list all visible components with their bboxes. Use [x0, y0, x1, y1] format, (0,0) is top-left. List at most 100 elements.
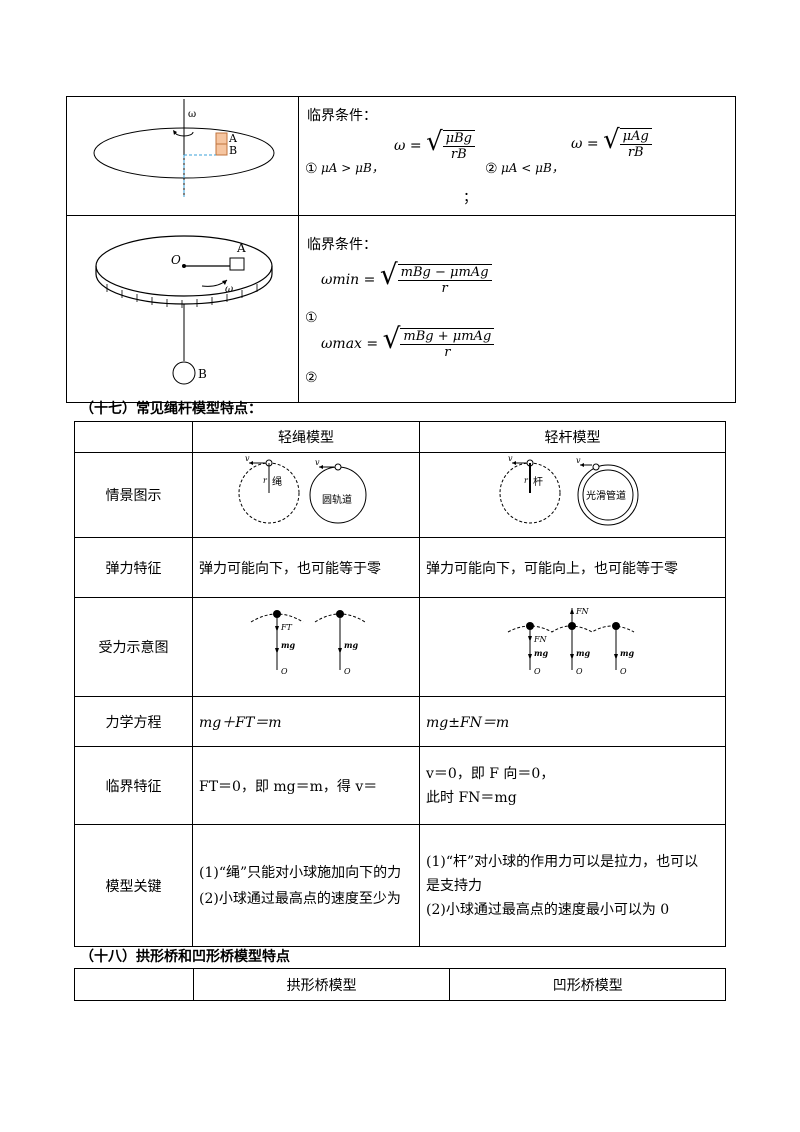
rope-r-label: r: [263, 476, 268, 485]
omega-min-lhs: ωmin =: [321, 272, 376, 288]
rope-critical: FT＝0，即 mg＝m，得 v＝: [192, 746, 420, 825]
rod-v-label: v: [508, 454, 513, 463]
rod-force-figure: FN mg O FN mg O mg O: [507, 607, 634, 676]
omega-label: ω: [188, 109, 196, 120]
rope-equation: mg＋FT＝m: [192, 696, 420, 747]
disk-pulley-figure-cell: O A B ω: [66, 215, 299, 403]
cond1-lhs: ω =: [394, 138, 422, 154]
rod-scene-cell: v r 杆 v 光滑管道: [419, 452, 726, 538]
turntable-ab-figure-cell: ω A B: [66, 96, 299, 216]
omega-min-den: r: [441, 281, 448, 296]
rope-text: 绳: [272, 475, 282, 488]
row1-label: 临界条件：: [307, 108, 377, 124]
omega-max-den: r: [444, 345, 451, 360]
rope-scene-figure: v r 绳 v 圆轨道: [238, 454, 367, 524]
disk-pulley-figure: O A B ω: [95, 235, 273, 385]
rod-scene-figure: v r 杆 v 光滑管道: [499, 454, 639, 526]
rod-mg3: mg: [620, 648, 634, 658]
rod-mg1: mg: [534, 648, 548, 658]
rope-elastic: 弹力可能向下，也可能等于零: [192, 537, 420, 598]
rope-o1: O: [281, 667, 288, 676]
block-a-label2: A: [236, 241, 246, 255]
header-empty: [74, 421, 193, 453]
cond1-den: rB: [450, 147, 467, 162]
cond1-inequality: μA > μB，: [321, 161, 384, 175]
equation-label: 力学方程: [74, 696, 193, 747]
rod-mg2: mg: [576, 648, 590, 658]
pipe-v-label: v: [576, 456, 581, 465]
rod-elastic: 弹力可能向下，可能向上，也可能等于零: [419, 537, 726, 598]
cond2-prefix: ②: [485, 161, 498, 177]
rod-key-line2: 是支持力: [426, 877, 482, 894]
row2-label: 临界条件：: [307, 237, 377, 253]
bridge-header-empty: [74, 968, 194, 1001]
track-v-label: v: [315, 458, 320, 467]
scene-label: 情景图示: [74, 452, 193, 538]
rod-text: 杆: [533, 476, 543, 488]
fn-label2: FN: [575, 607, 590, 616]
center-o-label: O: [171, 253, 181, 267]
bridge-model-table: 拱形桥模型 凹形桥模型: [74, 968, 726, 1001]
omega-min-num: mBg − μmAg: [397, 265, 492, 281]
rod-o3: O: [620, 667, 627, 676]
omega-min-prefix: ①: [305, 310, 318, 326]
rope-mg2: mg: [344, 640, 358, 650]
key-label: 模型关键: [74, 824, 193, 947]
elastic-label: 弹力特征: [74, 537, 193, 598]
section18-title: （十八）拱形桥和凹形桥模型特点: [80, 949, 290, 965]
rope-mg1: mg: [281, 640, 295, 650]
header-arch-bridge: 拱形桥模型: [192, 968, 451, 1001]
rope-key-line2: (2)小球通过最高点的速度至少为: [199, 890, 401, 907]
rope-scene-cell: v r 绳 v 圆轨道: [192, 452, 420, 538]
rope-key: (1)“绳”只能对小球施加向下的力 (2)小球通过最高点的速度至少为: [192, 824, 420, 947]
omega-max-lhs: ωmax =: [321, 336, 379, 352]
cond2-den: rB: [627, 145, 644, 160]
critical-label: 临界特征: [74, 746, 193, 825]
header-rope-model: 轻绳模型: [192, 421, 420, 453]
cond1-num: μBg: [442, 131, 475, 147]
cond1-prefix: ①: [305, 161, 318, 177]
ft-label: FT: [280, 623, 293, 632]
section17-title: （十七）常见绳杆模型特点：: [80, 401, 262, 417]
rope-force-cell: FT mg O mg O: [192, 597, 420, 697]
cond2-num: μAg: [619, 129, 652, 145]
force-label: 受力示意图: [74, 597, 193, 697]
rod-key-line1: (1)“杆”对小球的作用力可以是拉力，也可以: [426, 853, 699, 870]
rod-critical-line2: 此时 FN＝mg: [426, 789, 517, 806]
cond2-lhs: ω =: [571, 136, 599, 152]
turntable-ab-figure: ω A B: [93, 99, 275, 197]
rod-equation: mg±FN＝m: [419, 696, 726, 747]
rod-r-label: r: [524, 476, 529, 485]
rope-o2: O: [344, 667, 351, 676]
ball-b-label: B: [198, 367, 207, 381]
omega-label2: ω: [225, 284, 233, 295]
cond2-inequality: μA < μB，: [501, 161, 564, 175]
omega-max-num: mBg + μmAg: [400, 329, 495, 345]
block-b-label: B: [229, 144, 237, 157]
rope-v-label: v: [245, 454, 250, 463]
track-text: 圆轨道: [322, 493, 352, 506]
rod-force-cell: FN mg O FN mg O mg O: [419, 597, 726, 697]
rod-critical: v＝0，即 F 向＝0， 此时 FN＝mg: [419, 746, 726, 825]
omega-max-prefix: ②: [305, 370, 318, 386]
rod-o2: O: [576, 667, 583, 676]
rope-force-figure: FT mg O mg O: [250, 610, 366, 676]
pipe-text: 光滑管道: [586, 489, 626, 502]
rod-critical-line1: v＝0，即 F 向＝0，: [426, 765, 555, 782]
rod-o1: O: [534, 667, 541, 676]
fn-label1: FN: [533, 635, 548, 644]
header-rod-model: 轻杆模型: [419, 421, 726, 453]
rope-key-line1: (1)“绳”只能对小球施加向下的力: [199, 864, 402, 881]
header-concave-bridge: 凹形桥模型: [449, 968, 726, 1001]
rope-rod-model-table: 轻绳模型 轻杆模型 情景图示 v r 绳 v 圆轨道: [74, 421, 726, 947]
cond-semicolon: ；: [463, 190, 477, 206]
rod-key: (1)“杆”对小球的作用力可以是拉力，也可以 是支持力 (2)小球通过最高点的速…: [419, 824, 726, 947]
block-a-label: A: [228, 132, 238, 145]
